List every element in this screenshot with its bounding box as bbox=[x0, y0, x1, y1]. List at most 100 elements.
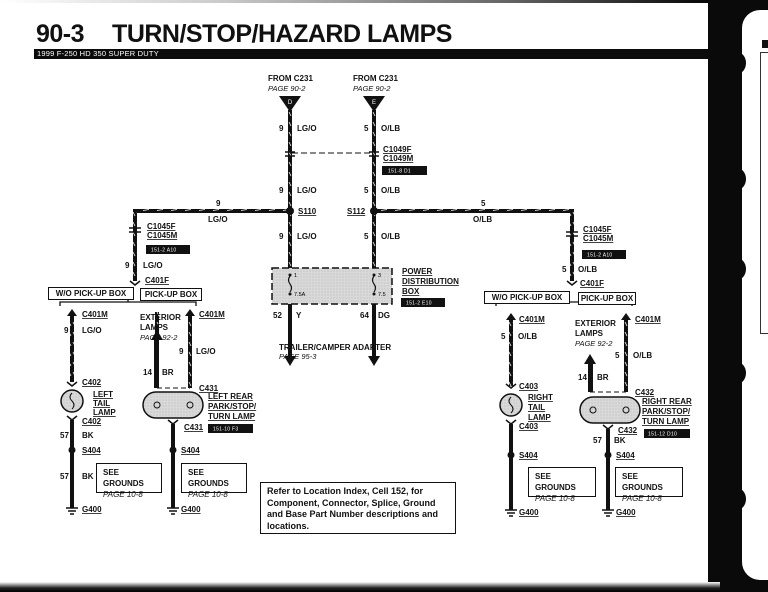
left-c1045-code-badge bbox=[146, 245, 190, 254]
power-distribution-box bbox=[271, 267, 393, 305]
svg-text:14: 14 bbox=[143, 368, 152, 377]
svg-text:9: 9 bbox=[216, 199, 221, 208]
wire-lt-gnd bbox=[70, 420, 74, 508]
svg-text:BK: BK bbox=[82, 431, 94, 440]
arrow-up-icon bbox=[584, 354, 596, 364]
terminal-e-icon bbox=[363, 96, 385, 112]
svg-text:O/LB: O/LB bbox=[381, 232, 400, 241]
section-number: 90-3 bbox=[36, 20, 85, 48]
svg-text:G400: G400 bbox=[181, 505, 201, 514]
page-header: 90-3 TURN/STOP/HAZARD LAMPS bbox=[36, 20, 452, 50]
svg-text:S404: S404 bbox=[519, 451, 538, 460]
right-rear-lamp-icon bbox=[579, 396, 641, 424]
svg-text:RIGHT: RIGHT bbox=[528, 393, 553, 402]
svg-text:LG/O: LG/O bbox=[297, 186, 317, 195]
svg-text:DISTRIBUTION: DISTRIBUTION bbox=[402, 277, 459, 286]
svg-text:151-10 F3: 151-10 F3 bbox=[213, 427, 239, 433]
see-grounds-box: SEE GROUNDS PAGE 10-8 bbox=[181, 463, 247, 499]
svg-text:BK: BK bbox=[614, 436, 626, 445]
svg-text:O/LB: O/LB bbox=[473, 215, 492, 224]
left-c1045m-label: C1045M bbox=[147, 231, 178, 240]
svg-text:EXTERIOR: EXTERIOR bbox=[575, 319, 616, 328]
wire-dg-output bbox=[372, 304, 376, 358]
svg-text:S404: S404 bbox=[82, 446, 101, 455]
svg-text:C401M: C401M bbox=[199, 310, 225, 319]
svg-text:LAMPS: LAMPS bbox=[140, 323, 169, 332]
wire-rt-rear bbox=[624, 316, 628, 392]
ground-icon bbox=[167, 507, 179, 515]
right-c1045m-label: C1045M bbox=[583, 234, 614, 243]
svg-text:7.5: 7.5 bbox=[378, 292, 386, 298]
wire-rt-tail-gnd bbox=[509, 424, 513, 510]
svg-text:5: 5 bbox=[481, 199, 486, 208]
svg-text:TURN LAMP: TURN LAMP bbox=[642, 417, 690, 426]
svg-text:TURN LAMP: TURN LAMP bbox=[208, 412, 256, 421]
svg-text:C431: C431 bbox=[199, 384, 219, 393]
page-bottom-shadow bbox=[0, 582, 720, 592]
svg-text:TAIL: TAIL bbox=[528, 403, 545, 412]
svg-text:C401M: C401M bbox=[519, 315, 545, 324]
svg-text:57: 57 bbox=[60, 472, 69, 481]
svg-text:57: 57 bbox=[60, 431, 69, 440]
page-top-shadow bbox=[0, 0, 720, 3]
svg-text:C403: C403 bbox=[519, 422, 539, 431]
svg-text:57: 57 bbox=[593, 436, 602, 445]
svg-text:C431: C431 bbox=[184, 423, 204, 432]
svg-text:LAMPS: LAMPS bbox=[575, 329, 604, 338]
svg-text:1: 1 bbox=[294, 273, 297, 279]
svg-text:LG/O: LG/O bbox=[143, 261, 163, 270]
svg-text:9: 9 bbox=[64, 326, 69, 335]
left-c401f-label: C401F bbox=[145, 276, 169, 285]
source-e: FROM C231 PAGE 90-2 E bbox=[353, 74, 398, 112]
left-c1045-pins bbox=[129, 227, 141, 233]
variant-pickup-box-right: PICK-UP BOX bbox=[578, 292, 636, 305]
svg-text:C402: C402 bbox=[82, 378, 102, 387]
variant-without-pickup-box-right: W/O PICK-UP BOX bbox=[484, 291, 570, 304]
svg-text:LG/O: LG/O bbox=[208, 215, 228, 224]
svg-text:151-2 E10: 151-2 E10 bbox=[406, 301, 432, 307]
svg-text:LG/O: LG/O bbox=[82, 326, 102, 335]
wire-y-output bbox=[288, 304, 292, 358]
wire-lt-rear bbox=[188, 312, 192, 388]
splice-s404-icon bbox=[507, 451, 515, 459]
svg-text:7.5A: 7.5A bbox=[294, 292, 306, 298]
binder-ring-icon bbox=[728, 52, 746, 74]
left-rear-lamp-icon bbox=[142, 391, 204, 419]
splice-s110-icon bbox=[286, 207, 294, 215]
binder-ring-icon bbox=[728, 168, 746, 190]
svg-text:151-12 D10: 151-12 D10 bbox=[648, 432, 677, 438]
arrow-up-icon bbox=[151, 330, 163, 340]
svg-text:BR: BR bbox=[162, 368, 174, 377]
svg-text:E: E bbox=[372, 100, 376, 106]
svg-text:C432: C432 bbox=[618, 426, 638, 435]
connector-arrow-icon bbox=[506, 313, 516, 320]
splice-s404-icon bbox=[604, 451, 612, 459]
c431-code-badge bbox=[208, 424, 253, 433]
svg-text:64: 64 bbox=[360, 311, 369, 320]
svg-text:9: 9 bbox=[279, 124, 284, 133]
right-c1045-code-badge bbox=[582, 250, 626, 259]
binder-ring-icon bbox=[728, 258, 746, 280]
connector-arrow-icon bbox=[67, 309, 77, 316]
svg-text:LAMP: LAMP bbox=[93, 408, 116, 417]
wire-left-branch bbox=[135, 209, 290, 213]
svg-text:S404: S404 bbox=[181, 446, 200, 455]
c1049-pin-left bbox=[285, 151, 295, 157]
svg-text:S404: S404 bbox=[616, 451, 635, 460]
svg-text:TAIL: TAIL bbox=[93, 399, 110, 408]
binder-ring-icon bbox=[728, 362, 746, 384]
svg-text:151-2 A10: 151-2 A10 bbox=[151, 248, 177, 254]
svg-text:C401M: C401M bbox=[82, 310, 108, 319]
svg-text:C403: C403 bbox=[519, 382, 539, 391]
svg-text:BK: BK bbox=[82, 472, 94, 481]
wire-o-lb-main bbox=[372, 110, 376, 282]
splice-s404-icon bbox=[68, 446, 76, 454]
vehicle-bar: 1999 F-250 HD 350 SUPER DUTY bbox=[34, 49, 727, 59]
splice-s110-label: S110 bbox=[298, 207, 317, 216]
svg-text:LEFT REAR: LEFT REAR bbox=[208, 392, 253, 401]
c1049-code-badge bbox=[382, 166, 427, 175]
right-c1045f-label: C1045F bbox=[583, 225, 612, 234]
wire-right-drop bbox=[570, 209, 574, 281]
svg-text:151-8 D1: 151-8 D1 bbox=[388, 169, 411, 175]
c1049m-label: C1049M bbox=[383, 154, 414, 163]
